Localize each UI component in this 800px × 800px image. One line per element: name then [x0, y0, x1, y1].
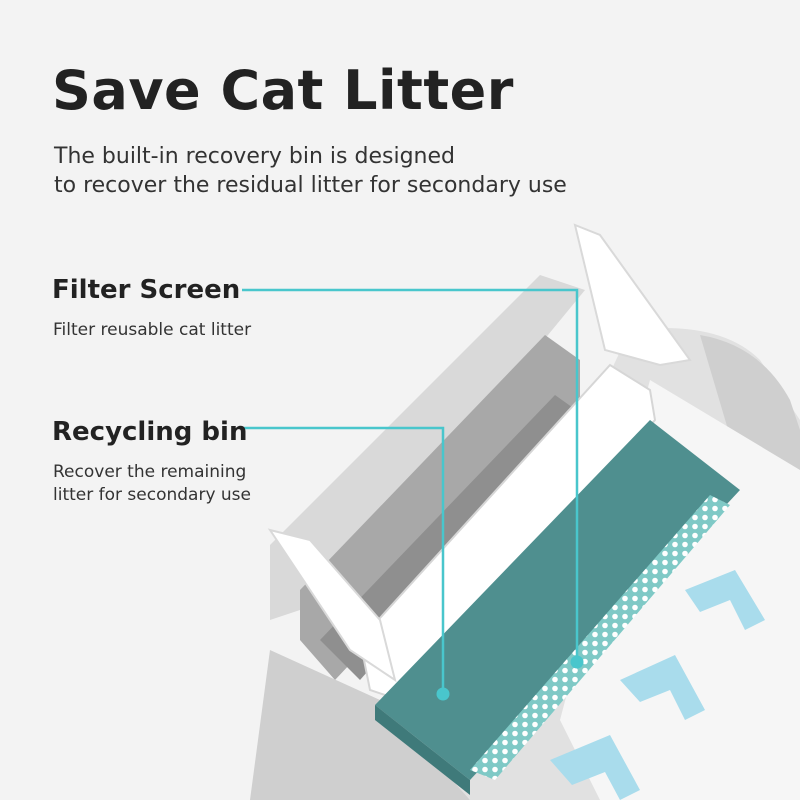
- housing-shell-shadow: [700, 335, 800, 470]
- lid-wall: [270, 275, 585, 620]
- callout-desc-recycling-bin: Recover the remaining litter for seconda…: [53, 461, 251, 507]
- bottom-fin: [267, 528, 397, 683]
- subheadline-line-1: The built-in recovery bin is designed: [54, 144, 455, 169]
- callout-desc-line: litter for secondary use: [53, 485, 251, 505]
- recycling-bin: [375, 420, 740, 780]
- top-fin: [573, 223, 692, 367]
- subheadline: The built-in recovery bin is designed to…: [54, 142, 674, 200]
- filter-screen: [470, 495, 730, 780]
- headline: Save Cat Litter: [52, 59, 514, 122]
- recycling-bin-front: [375, 705, 470, 795]
- subheadline-line-2: to recover the residual litter for secon…: [54, 173, 567, 198]
- callout-desc-line: Filter reusable cat litter: [53, 320, 252, 340]
- callout-title-recycling-bin: Recycling bin: [52, 417, 248, 447]
- divider-panel: [358, 363, 657, 702]
- callout-title-filter-screen: Filter Screen: [52, 275, 241, 305]
- recycling-bin-marker: [436, 687, 450, 701]
- callout-lines: [242, 288, 579, 692]
- filter-screen-marker: [570, 655, 584, 669]
- callout-desc-filter-screen: Filter reusable cat litter: [53, 319, 251, 342]
- base-tray: [250, 650, 470, 800]
- callout-desc-line: Recover the remaining: [53, 462, 247, 482]
- arrow-chevrons: [550, 570, 765, 800]
- box-interior: [560, 380, 800, 800]
